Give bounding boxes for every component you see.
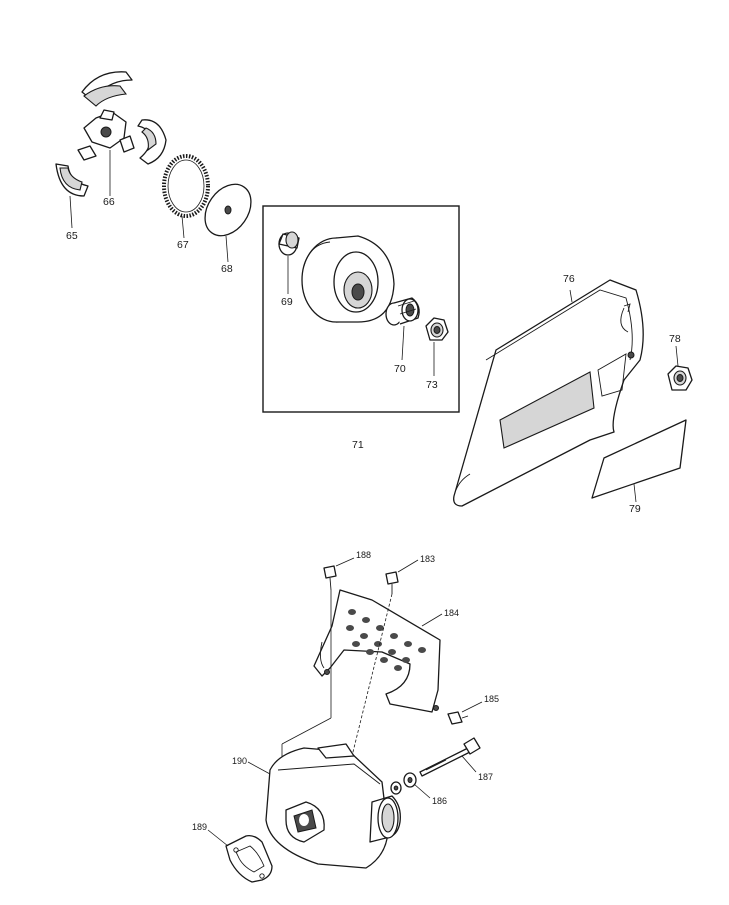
- bolt-185: [447, 711, 469, 725]
- muffler-gasket: [225, 834, 273, 883]
- drum-assembly-frame: [262, 205, 460, 413]
- needle-bearing: [385, 297, 420, 326]
- label-187: 187: [478, 772, 493, 782]
- bolt-183: [385, 571, 399, 594]
- label-183: 183: [420, 554, 435, 564]
- bolt-188: [323, 565, 337, 591]
- label-66: 66: [103, 196, 115, 208]
- clutch-shoe-left: [55, 163, 89, 197]
- needle-bearing-small: [278, 231, 300, 256]
- label-71: 71: [352, 439, 364, 451]
- clutch-hub: [77, 109, 135, 161]
- label-186: 186: [432, 796, 447, 806]
- washer-186: [390, 772, 417, 795]
- muffler-body: [265, 743, 401, 869]
- label-70: 70: [394, 363, 406, 375]
- clutch-spring: [162, 154, 210, 218]
- label-67: 67: [177, 239, 189, 251]
- clutch-washer: [204, 183, 252, 237]
- drum-nut: [425, 317, 449, 341]
- label-68: 68: [221, 263, 233, 275]
- clutch-shoe-right: [137, 119, 167, 165]
- guard-nut: [667, 365, 693, 391]
- clutch-drum: [301, 235, 395, 323]
- muffler-bolt-187: [419, 737, 481, 777]
- label-73: 73: [426, 379, 438, 391]
- clutch-shoe-top: [81, 71, 133, 107]
- label-188: 188: [356, 550, 371, 560]
- label-79: 79: [629, 503, 641, 515]
- sprocket-guard: [453, 279, 644, 507]
- label-184: 184: [444, 608, 459, 618]
- label-69: 69: [281, 296, 293, 308]
- label-76: 76: [563, 273, 575, 285]
- label-190: 190: [232, 756, 247, 766]
- label-78: 78: [669, 333, 681, 345]
- label-185: 185: [484, 694, 499, 704]
- label-189: 189: [192, 822, 207, 832]
- guard-label-plate: [591, 419, 687, 499]
- label-65: 65: [66, 230, 78, 242]
- muffler-bracket: [313, 589, 441, 713]
